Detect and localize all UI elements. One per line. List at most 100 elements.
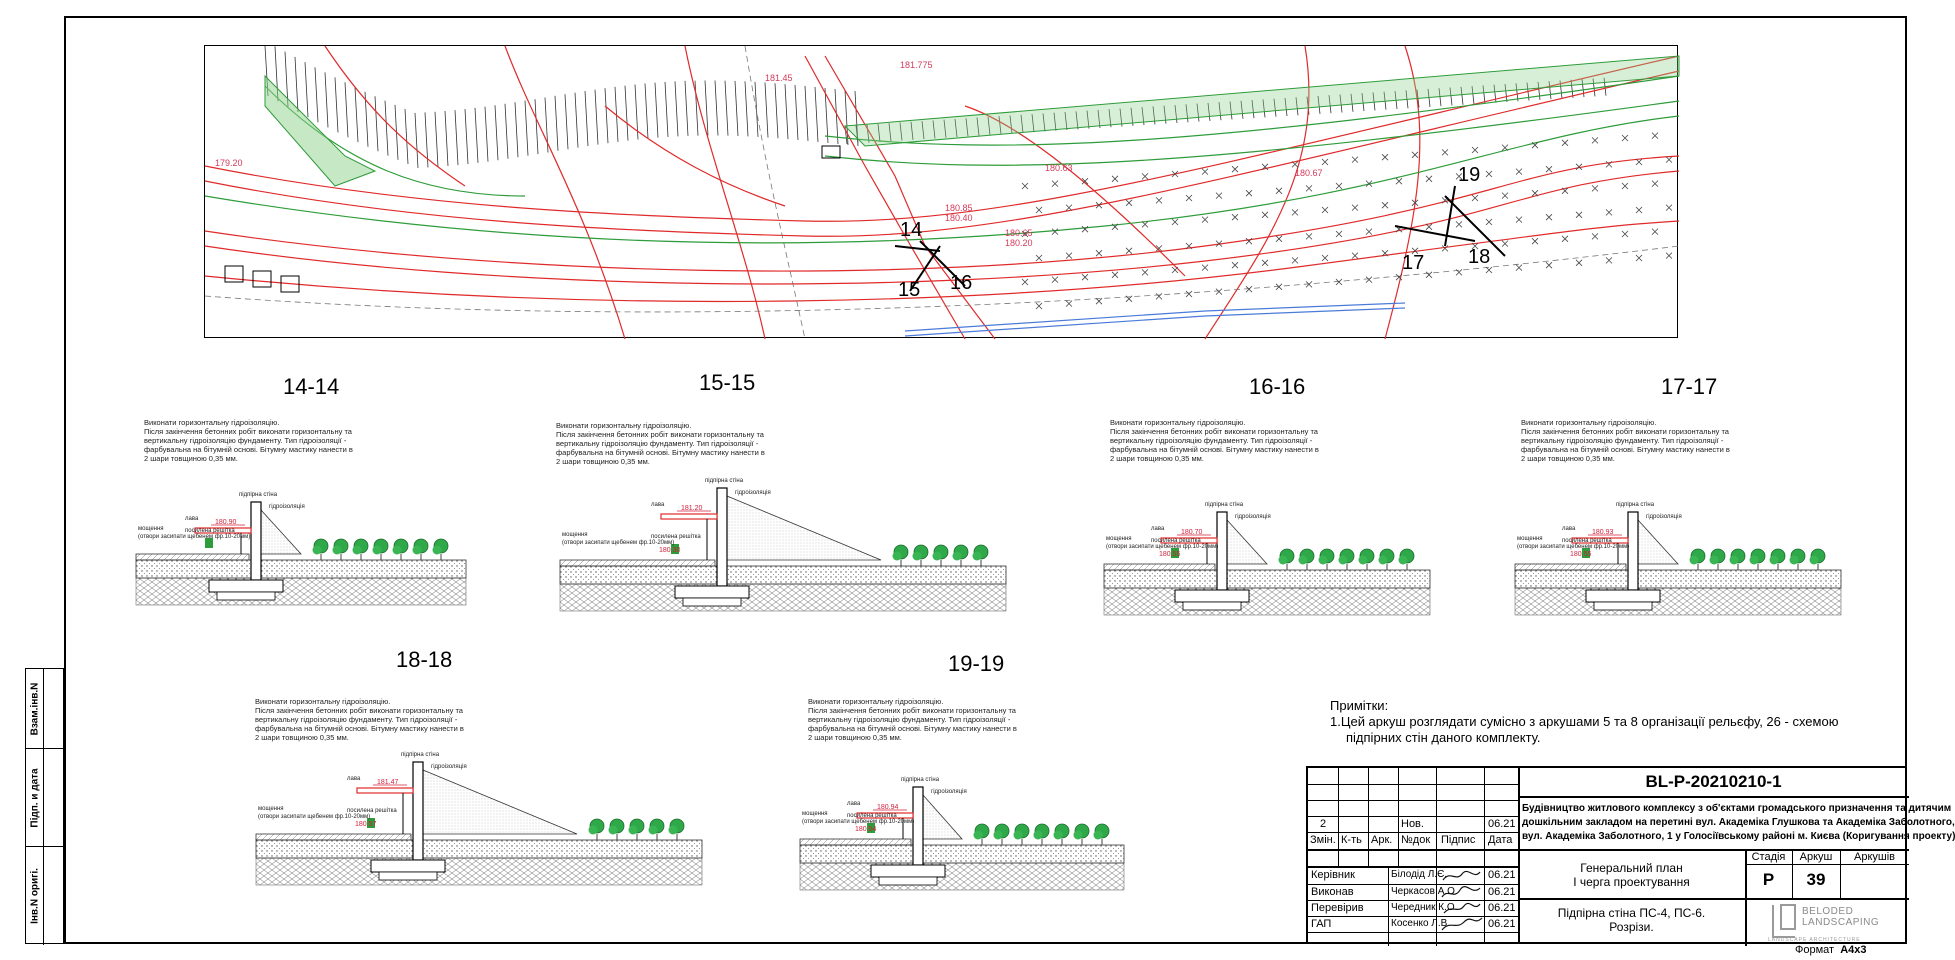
paving [559, 559, 716, 567]
tree-mark [1215, 192, 1223, 199]
label-moshchennia: мощення [258, 806, 284, 812]
tree-mark [1575, 163, 1583, 171]
sig-date: 06.21 [1488, 918, 1516, 930]
tree-mark [1155, 197, 1163, 204]
footing-base [1182, 601, 1242, 611]
hatch-line [954, 118, 958, 138]
tree-mark [1351, 156, 1359, 163]
hatch-line [1460, 86, 1464, 105]
tree-mark [1365, 180, 1373, 187]
label-lava: лава [347, 776, 361, 782]
tree-mark [1635, 158, 1643, 166]
hatch-line [474, 107, 479, 163]
elevation-low: 180.55 [1570, 551, 1592, 558]
section-note: Виконати горизонтальну гідроізоляцію.Піс… [556, 421, 765, 466]
plan-title: Генеральний план І черга проектування [1573, 861, 1690, 889]
soil-slope [726, 495, 882, 561]
elevation-label: 181.775 [900, 60, 933, 70]
label-hydro: гідроізоляція [1235, 514, 1271, 520]
tree-mark [1141, 173, 1149, 180]
tree-mark [1141, 269, 1149, 276]
tree-mark [1395, 177, 1403, 185]
tree-mark [1291, 257, 1299, 264]
elevation-top: 181.20 [681, 505, 703, 512]
label-rebar: посилена решітка [1151, 538, 1201, 544]
hatch-line [1328, 95, 1332, 114]
shrub-row [892, 544, 989, 566]
elevation-label: 180.67 [1295, 168, 1323, 178]
hatch-line [1262, 99, 1266, 118]
hatch-line [614, 86, 619, 142]
slope-hatching [264, 45, 1607, 168]
tree-mark [1155, 245, 1163, 252]
shrub-row [588, 818, 685, 840]
hatch-line [1207, 102, 1211, 121]
header-cell: Підпис [1441, 834, 1476, 846]
tree-mark [1021, 230, 1029, 238]
tree-mark [1605, 209, 1613, 216]
hatch-line [784, 84, 789, 140]
tree-mark [1261, 211, 1269, 219]
header-cell: Змін. [1310, 834, 1336, 846]
tree-mark [1185, 290, 1193, 298]
elevation-top: 180.93 [1592, 529, 1614, 536]
tree-mark [1411, 247, 1419, 255]
hatch-line [910, 121, 914, 140]
footing-base [378, 871, 438, 881]
hatch-line [1031, 114, 1035, 133]
paving [799, 838, 912, 846]
paving [255, 833, 412, 841]
tree-mark [1561, 187, 1569, 195]
tree-mark [1441, 149, 1449, 156]
retaining-wall-section: підпірна стіна лава гідроізоляція мощенн… [559, 476, 1007, 612]
stage-value: Р [1762, 870, 1775, 889]
gravel-layer [799, 844, 1125, 864]
tree-mark [1501, 144, 1509, 151]
tree-mark [1591, 137, 1599, 144]
buildings [224, 145, 841, 293]
label-drain: (отвори засипати щебенем фр.10-20мм) [258, 814, 370, 820]
shrub [1013, 830, 1023, 840]
tree-mark [1501, 192, 1509, 199]
hatch-line [384, 100, 389, 156]
shrub [1749, 555, 1759, 565]
hatch-line [344, 82, 349, 138]
hatch-line [943, 119, 947, 138]
sig-role: Виконав [1311, 886, 1354, 898]
sig-role: Перевірив [1311, 902, 1364, 914]
label-wall: підпірна стіна [401, 752, 440, 758]
footing [1585, 589, 1661, 603]
hatch-line [294, 56, 299, 112]
label-hydro: гідроізоляція [431, 764, 467, 770]
tree-mark [1621, 230, 1629, 238]
bench [1571, 537, 1629, 544]
tree-mark [1621, 182, 1629, 190]
section-title: 14-14 [283, 374, 340, 399]
label-moshchennia: мощення [802, 811, 828, 817]
tree-mark [1471, 146, 1479, 154]
logo-icon [1772, 904, 1796, 938]
hatch-line [644, 83, 649, 139]
hatch-line [1218, 102, 1222, 121]
shrub [1338, 555, 1348, 565]
label-rebar: посилена решітка [347, 808, 397, 814]
hatch-line [855, 125, 859, 144]
tree-mark [1471, 242, 1479, 250]
section-marker: 19 [1458, 164, 1480, 186]
tree-mark [1035, 206, 1043, 214]
hatch-line [1185, 104, 1189, 123]
shrub-row [1278, 548, 1415, 570]
hatch-line [814, 86, 819, 142]
elevation-low: 180.30 [659, 547, 681, 554]
hatch-line [594, 89, 599, 145]
shrub [1709, 555, 1719, 565]
hatch-line [404, 108, 409, 165]
sig-date: 06.21 [1488, 869, 1516, 881]
notes-line: підпірних стін даного комплекту. [1346, 730, 1541, 745]
drain-mark [367, 818, 375, 828]
section-title: 17-17 [1661, 374, 1718, 399]
hatch-line [624, 85, 629, 141]
tree-mark [1381, 201, 1389, 209]
hatch-line [684, 80, 689, 136]
shrub [1053, 830, 1063, 840]
